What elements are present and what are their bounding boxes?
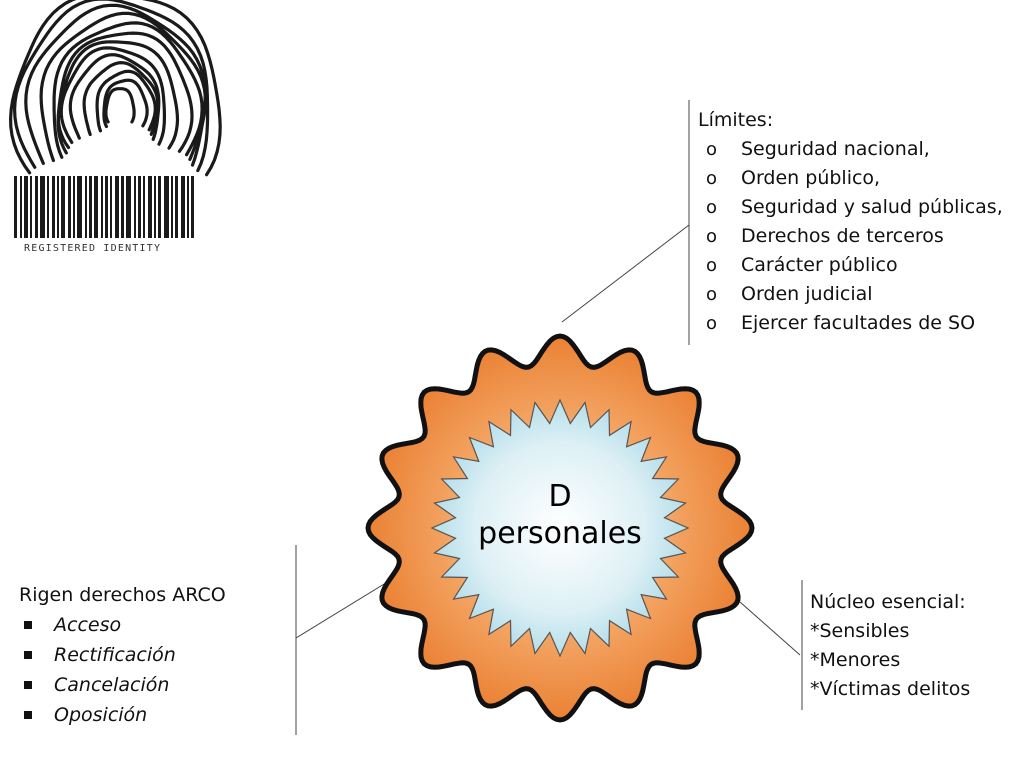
- barcode-bar: [126, 176, 131, 238]
- barcode-bar: [73, 176, 75, 238]
- barcode-bar: [20, 176, 22, 238]
- barcode-bar: [68, 176, 71, 238]
- nucleus-line: *Sensibles: [810, 620, 910, 642]
- arco-list: Acceso Rectificación Cancelación Oposici…: [19, 610, 289, 730]
- nucleus-textbox: Núcleo esencial: *Sensibles *Menores *Ví…: [810, 588, 1020, 704]
- barcode-bar: [191, 176, 194, 238]
- barcode-bar: [77, 176, 82, 238]
- barcode-bar: [171, 176, 173, 238]
- barcode-bar: [85, 176, 87, 238]
- barcode-bar: [101, 176, 103, 238]
- limits-heading: Límites:: [698, 109, 774, 131]
- barcode-bar: [175, 176, 178, 238]
- arco-heading: Rigen derechos ARCO: [19, 584, 226, 606]
- arco-item: Oposición: [19, 700, 289, 730]
- barcode-bar: [30, 176, 32, 238]
- center-label-line2: personales: [478, 516, 642, 551]
- barcode-bar: [148, 176, 152, 238]
- barcode-bar: [110, 176, 112, 238]
- limits-item: Orden público,: [698, 164, 1018, 193]
- limits-textbox: Límites: Seguridad nacional, Orden públi…: [698, 106, 1018, 338]
- connector-top-right: [561, 224, 690, 323]
- barcode-bar: [52, 176, 55, 238]
- fingerprint-barcode-icon: REGISTERED IDENTITY: [8, 0, 222, 254]
- nucleus-line: *Víctimas delitos: [810, 678, 971, 700]
- limits-item: Carácter público: [698, 251, 1018, 280]
- limits-item: Orden judicial: [698, 280, 1018, 309]
- barcode-bar: [121, 176, 124, 238]
- limits-item: Seguridad y salud públicas,: [698, 193, 1018, 222]
- barcode-bar: [181, 176, 185, 238]
- nucleus-heading: Núcleo esencial:: [810, 591, 966, 613]
- center-label-line1: D: [548, 479, 572, 514]
- fingerprint-icon: [8, 0, 222, 177]
- barcode-bar: [105, 176, 108, 238]
- nucleus-line: *Menores: [810, 649, 901, 671]
- barcode-bar: [164, 176, 169, 238]
- barcode-bar: [138, 176, 141, 238]
- barcode-bar: [154, 176, 156, 238]
- barcode-bar: [187, 176, 189, 238]
- center-label: D personales: [460, 478, 660, 552]
- arco-textbox: Rigen derechos ARCO Acceso Rectificación…: [19, 580, 289, 730]
- arco-item: Acceso: [19, 610, 289, 640]
- arco-item: Cancelación: [19, 670, 289, 700]
- barcode-bar: [14, 176, 17, 238]
- limits-item: Derechos de terceros: [698, 222, 1018, 251]
- barcode-bar: [115, 176, 119, 238]
- barcode-icon: [14, 176, 194, 238]
- arco-item: Rectificación: [19, 640, 289, 670]
- limits-item: Seguridad nacional,: [698, 135, 1018, 164]
- barcode-bar: [57, 176, 59, 238]
- barcode-bar: [143, 176, 145, 238]
- limits-item: Ejercer facultades de SO: [698, 309, 1018, 338]
- barcode-bar: [94, 176, 98, 238]
- barcode-bar: [89, 176, 92, 238]
- barcode-bar: [24, 176, 28, 238]
- barcode-bar: [134, 176, 136, 238]
- barcode-bar: [47, 176, 49, 238]
- inner-star-burst: [430, 398, 690, 658]
- barcode-bar: [35, 176, 38, 238]
- barcode-bar: [40, 176, 45, 238]
- limits-list: Seguridad nacional, Orden público, Segur…: [698, 135, 1018, 338]
- barcode-bar: [158, 176, 161, 238]
- logo-caption: REGISTERED IDENTITY: [24, 243, 161, 254]
- barcode-bar: [61, 176, 65, 238]
